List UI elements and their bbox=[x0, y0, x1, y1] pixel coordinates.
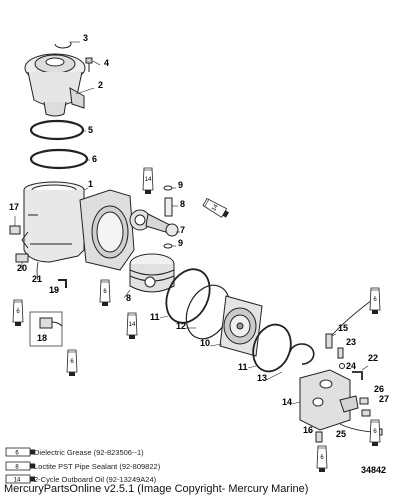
callout-number: 27 bbox=[379, 394, 389, 404]
part-7-connecting-rod bbox=[129, 209, 180, 237]
tube-number: 6 bbox=[373, 429, 377, 435]
lubricant-tube-icon: 14 bbox=[202, 198, 230, 218]
copyright-footer: MercuryPartsOnline v2.5.1 (Image Copyrig… bbox=[4, 483, 309, 495]
callout-number: 10 bbox=[200, 338, 210, 348]
part-11-o-ring-left bbox=[159, 268, 211, 324]
lubricant-tube-icon: 6 bbox=[66, 349, 78, 376]
callout-number: 26 bbox=[374, 384, 384, 394]
tube-number: 6 bbox=[70, 359, 74, 365]
callout-number: 25 bbox=[336, 429, 346, 439]
part-9-clip-upper bbox=[163, 185, 176, 191]
lubricant-tube-icon: 6 bbox=[369, 287, 381, 314]
tube-number: 6 bbox=[103, 289, 107, 295]
part-16-sensor bbox=[308, 431, 323, 443]
svg-text:6: 6 bbox=[15, 451, 19, 457]
tube-number: 6 bbox=[320, 455, 324, 461]
callout-number: 18 bbox=[37, 333, 47, 343]
lubricant-tube-icon: 6 bbox=[99, 279, 111, 306]
callout-number: 23 bbox=[346, 337, 356, 347]
part-27-fitting bbox=[361, 409, 371, 417]
part-8-piston bbox=[123, 253, 175, 299]
tube-number: 6 bbox=[373, 297, 377, 303]
part-5-o-ring bbox=[29, 119, 86, 141]
illustration-number: 34842 bbox=[360, 465, 386, 475]
part-26-connector bbox=[359, 397, 369, 405]
callout-number: 8 bbox=[126, 293, 131, 303]
callout-number: 9 bbox=[178, 238, 183, 248]
callout-number: 14 bbox=[282, 397, 292, 407]
tube-number: 14 bbox=[211, 203, 220, 212]
part-18-sender bbox=[29, 311, 63, 347]
legend-text: 2-Cycle Outboard Oil (92-13249A24) bbox=[34, 475, 157, 484]
callout-number: 9 bbox=[178, 180, 183, 190]
callout-number: 8 bbox=[180, 199, 185, 209]
callout-number: 11 bbox=[150, 312, 160, 322]
svg-text:8: 8 bbox=[15, 465, 19, 471]
callout-number: 12 bbox=[176, 321, 186, 331]
callout-number: 5 bbox=[88, 125, 93, 135]
tube-number: 6 bbox=[16, 309, 20, 315]
callout-number: 7 bbox=[180, 225, 185, 235]
callout-number: 4 bbox=[104, 58, 109, 68]
lubricant-tube-icon: 6 bbox=[369, 419, 381, 446]
part-10-cylinder-head bbox=[209, 295, 263, 357]
callout-number: 24 bbox=[346, 361, 356, 371]
lubricant-tube-icon: 14 bbox=[142, 167, 154, 194]
part-3-snap-ring bbox=[54, 41, 80, 49]
part-4-screw bbox=[85, 57, 101, 72]
lubricant-tube-icon: 6 bbox=[12, 299, 24, 326]
part-14-valve-body bbox=[291, 369, 359, 431]
part-13-snap-ring bbox=[265, 343, 315, 381]
callout-number: 21 bbox=[32, 274, 42, 284]
part-15-fitting bbox=[325, 333, 337, 349]
legend-text: Loctite PST Pipe Sealant (92-809822) bbox=[34, 462, 161, 471]
part-24-oring bbox=[339, 363, 345, 369]
lubricant-tube-icon: 14 bbox=[126, 312, 138, 339]
callout-number: 3 bbox=[83, 33, 88, 43]
callout-number: 6 bbox=[92, 154, 97, 164]
callout-number: 2 bbox=[98, 80, 103, 90]
part-21-wire bbox=[36, 261, 39, 281]
callout-number: 22 bbox=[368, 353, 378, 363]
callout-number: 16 bbox=[303, 425, 313, 435]
part-8-wrist-pin bbox=[164, 197, 178, 217]
svg-text:14: 14 bbox=[14, 478, 21, 484]
callout-number: 19 bbox=[49, 285, 59, 295]
part-20-fitting bbox=[15, 253, 29, 270]
callout-number: 20 bbox=[17, 263, 27, 273]
part-9-clip-lower bbox=[163, 243, 176, 249]
callout-number: 1 bbox=[88, 179, 93, 189]
lubricant-tube-icon: 6 bbox=[316, 445, 328, 472]
part-22-fitting bbox=[352, 365, 369, 380]
part-23-fitting bbox=[337, 347, 344, 359]
callout-number: 17 bbox=[9, 202, 19, 212]
tube-number: 14 bbox=[129, 322, 136, 328]
callout-number: 15 bbox=[338, 323, 348, 333]
legend-text: Dielectric Grease (92-823506--1) bbox=[34, 448, 144, 457]
callout-number: 13 bbox=[257, 373, 267, 383]
tube-number: 14 bbox=[145, 177, 152, 183]
legend-row: 14 2-Cycle Outboard Oil (92-13249A24) bbox=[5, 474, 157, 484]
part-6-o-ring bbox=[29, 148, 90, 170]
legend-tube-icon: 14 bbox=[5, 474, 35, 484]
part-11-o-ring-right bbox=[247, 323, 292, 373]
part-1-cylinder-body bbox=[21, 181, 135, 271]
legend-tube-icon: 8 bbox=[5, 461, 35, 471]
callout-number: 11 bbox=[238, 362, 248, 372]
legend-row: 8 Loctite PST Pipe Sealant (92-809822) bbox=[5, 461, 161, 471]
part-2-cap-housing bbox=[24, 53, 95, 117]
legend-tube-icon: 6 bbox=[5, 447, 35, 457]
part-19-elbow bbox=[51, 279, 67, 293]
legend-row: 6 Dielectric Grease (92-823506--1) bbox=[5, 447, 144, 457]
part-17-sensor bbox=[9, 216, 21, 235]
